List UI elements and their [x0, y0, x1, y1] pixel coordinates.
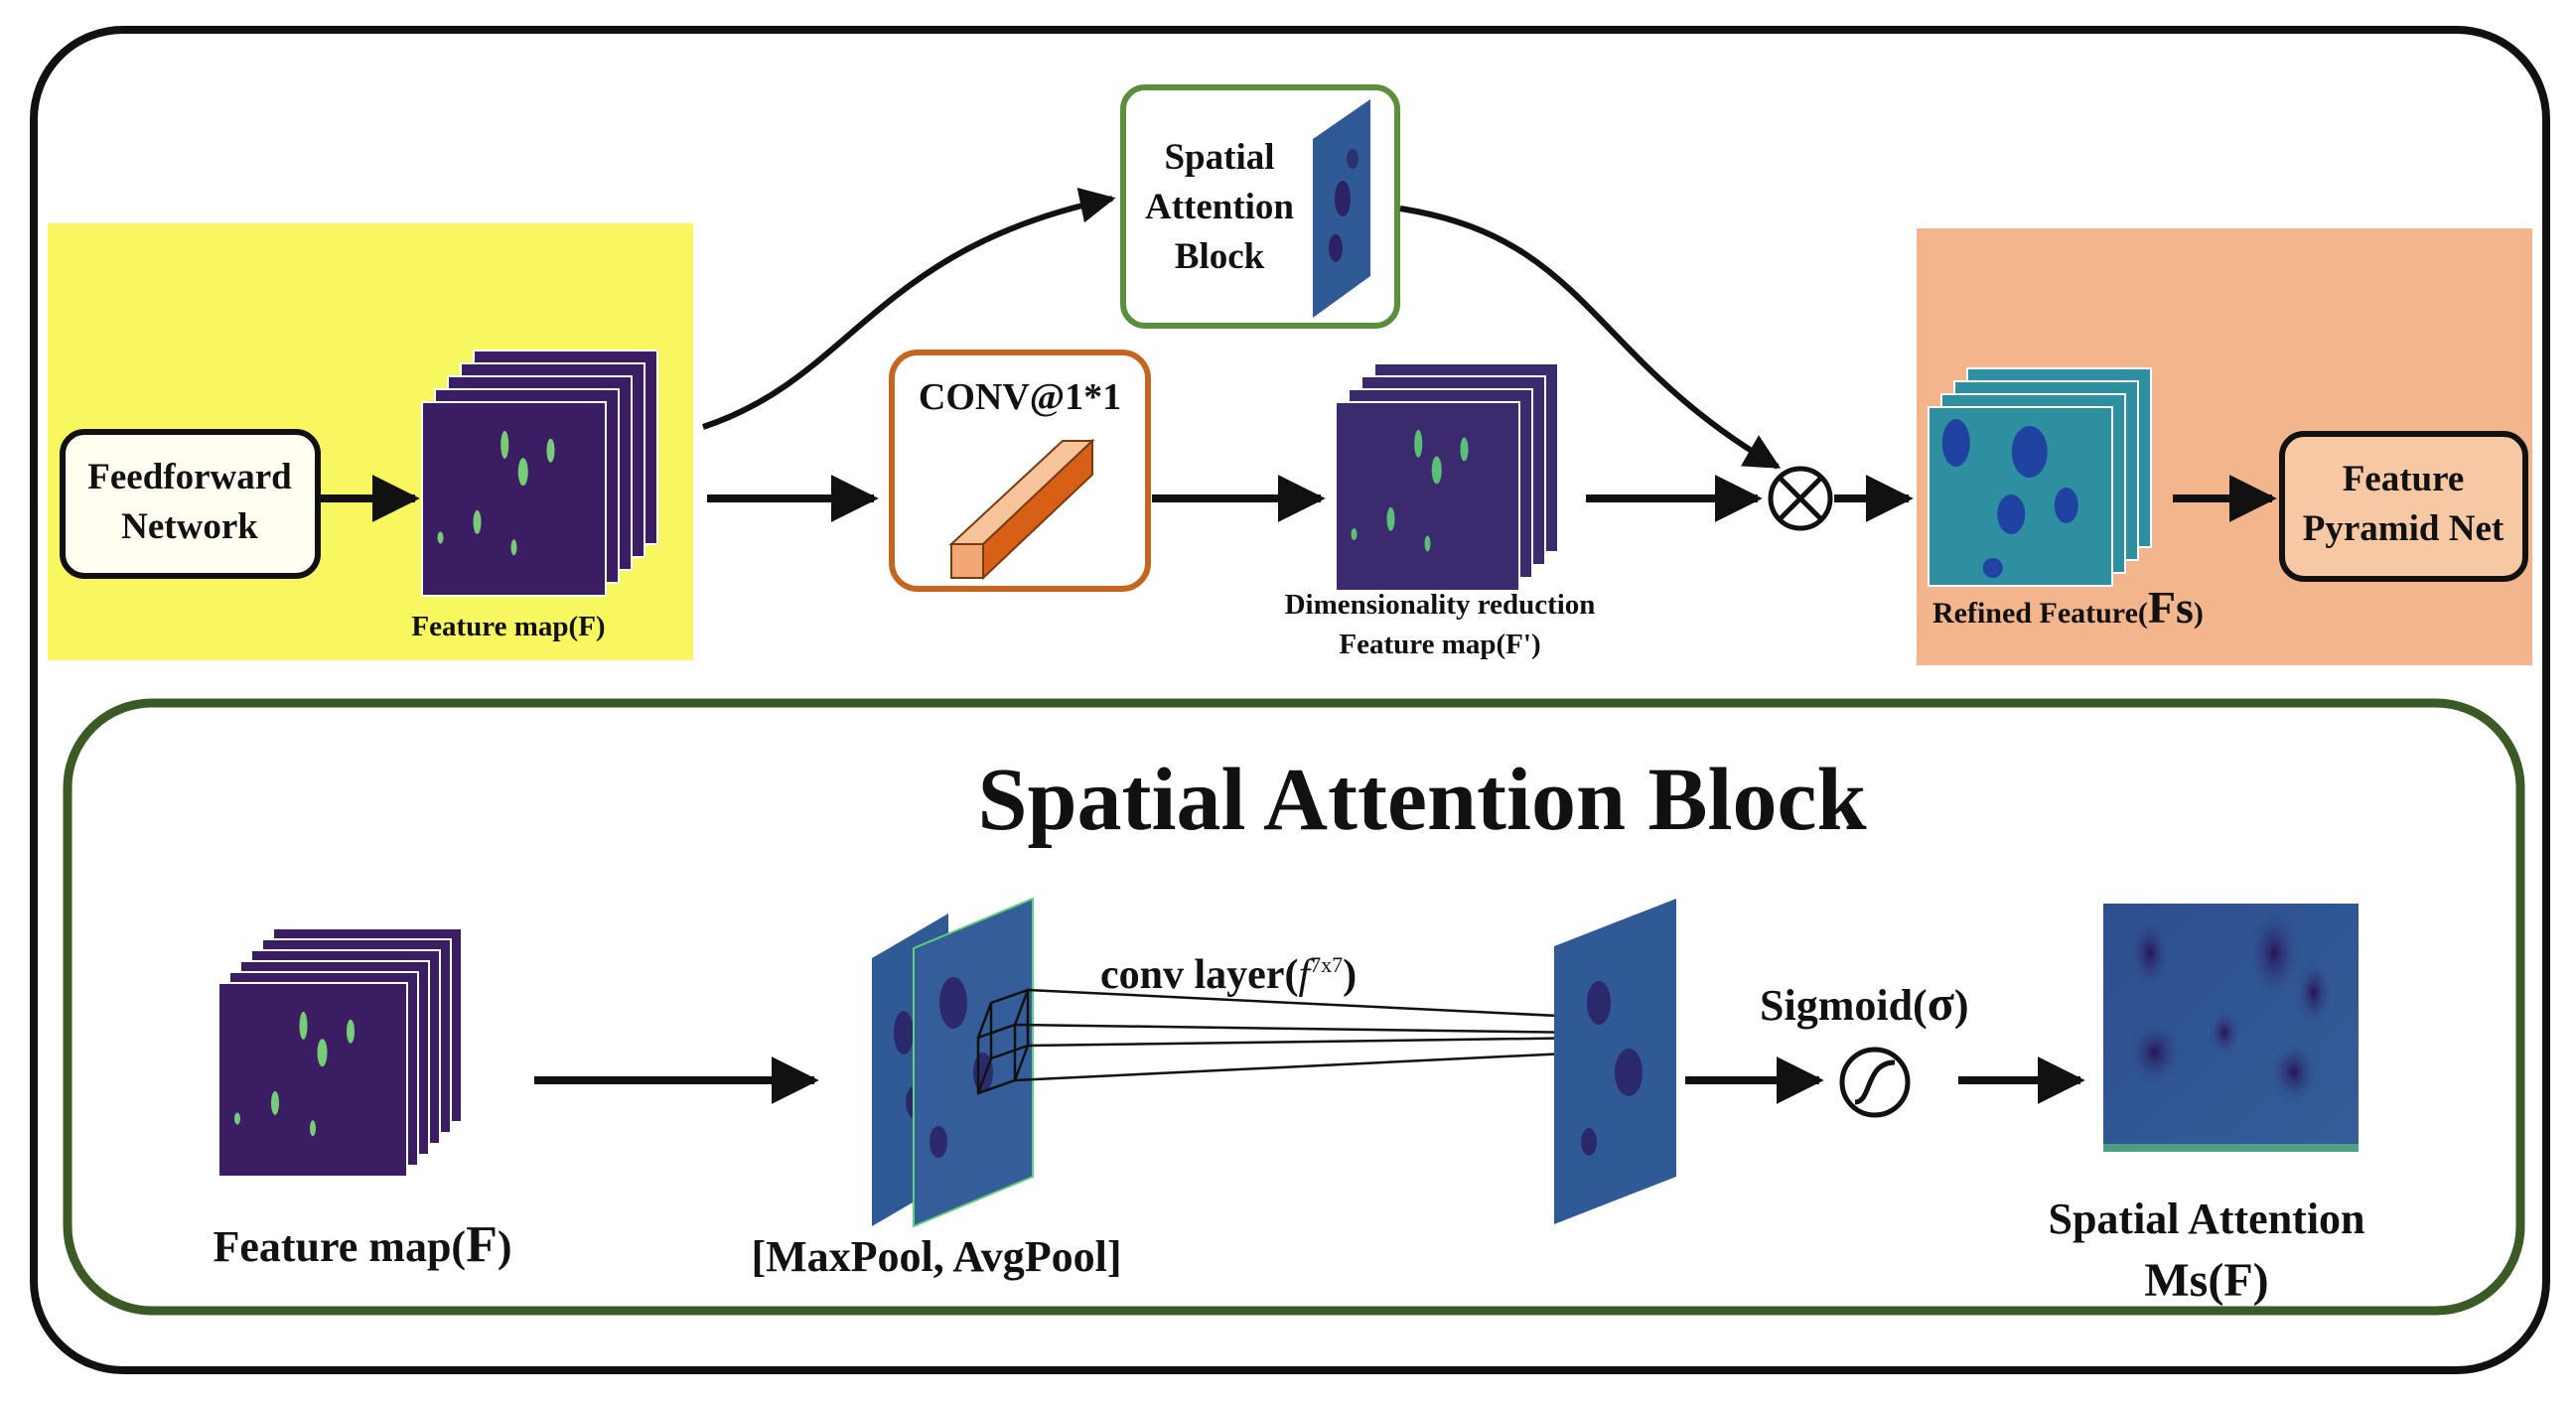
arrow-feature-to-sab [702, 188, 1116, 430]
feedforward-network-box: Feedforward Network [60, 429, 321, 579]
feature-map-layer [1928, 406, 2113, 587]
conv-label: CONV@1*1 [919, 376, 1121, 418]
conv-layer-label: conv layer(f7x7) [1100, 952, 1357, 998]
outer-frame [30, 26, 2550, 1374]
conv-kernel-wireframe [976, 988, 1601, 1095]
spatial-attention-map [2103, 904, 2359, 1152]
dim-reduction-label-line2: Feature map(F') [1339, 629, 1540, 660]
feature-map-stack-input [421, 350, 658, 597]
feature-map-layer [421, 401, 607, 597]
fpn-label-line2: Pyramid Net [2303, 508, 2504, 549]
multiply-operator [1768, 466, 1833, 531]
sab-label-line3: Block [1175, 236, 1265, 277]
bottom-feature-map-label: Feature map(F) [214, 1216, 512, 1273]
fpn-label-line1: Feature [2343, 459, 2465, 499]
feedforward-label-line2: Network [121, 506, 258, 547]
spatial-attention-block-box: Spatial Attention Block [1120, 84, 1400, 329]
feature-map-label: Feature map(F) [411, 611, 605, 642]
refined-feature-label: Refined Feature(Fs) [1932, 582, 2204, 633]
sab-attention-slice [1313, 99, 1370, 318]
sigmoid-icon [1839, 1047, 1911, 1118]
bottom-title: Spatial Attention Block [977, 751, 1866, 849]
pooled-slices [872, 897, 1034, 1228]
output-label-line1: Spatial Attention [2048, 1195, 2364, 1243]
feature-map-layer [1335, 401, 1520, 592]
refined-feature-stack [1928, 367, 2152, 587]
bottom-feature-map-stack [217, 927, 463, 1178]
conv-output-slice [1554, 899, 1676, 1224]
feedforward-label-line1: Feedforward [87, 457, 292, 497]
sab-label-line1: Spatial [1164, 137, 1274, 178]
arrow-sab-to-multiply [1399, 206, 1782, 470]
feature-map-stack-reduced [1335, 362, 1559, 592]
feature-map-layer [217, 982, 408, 1178]
feature-pyramid-net-box: Feature Pyramid Net [2279, 431, 2528, 582]
dim-reduction-label-line1: Dimensionality reduction [1285, 589, 1596, 621]
sab-label-line2: Attention [1145, 187, 1294, 227]
sigmoid-label: Sigmoid(σ) [1760, 975, 1969, 1031]
bottom-panel [63, 698, 2525, 1316]
output-label-line2: Ms(F) [2144, 1254, 2268, 1307]
pool-label: [MaxPool, AvgPool] [751, 1232, 1121, 1281]
conv-cuboid-icon [948, 438, 1095, 581]
conv-1x1-box: CONV@1*1 [889, 350, 1151, 592]
